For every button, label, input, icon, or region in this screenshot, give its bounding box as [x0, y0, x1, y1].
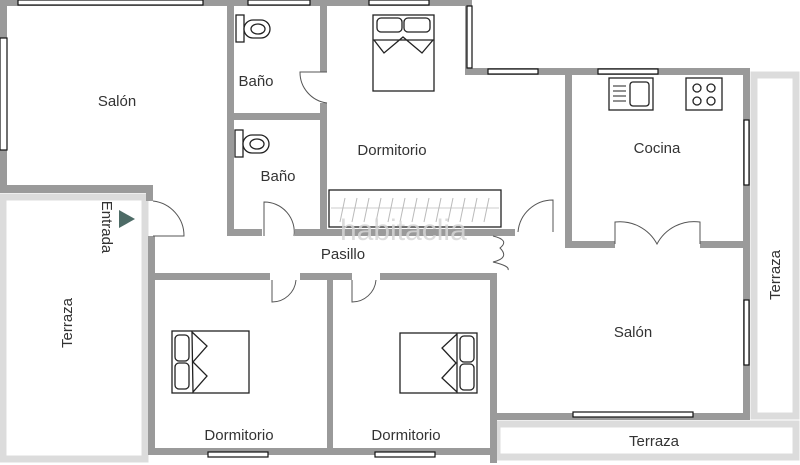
room-label-salon: Salón: [614, 324, 652, 341]
room-label-bano: Baño: [238, 73, 273, 90]
room-label-dormitorio: Dormitorio: [371, 427, 440, 444]
terraces: [0, 71, 800, 463]
room-label-terraza: Terraza: [59, 297, 76, 348]
wardrobe-icon: [328, 189, 502, 228]
room-label-bano: Baño: [260, 168, 295, 185]
bed-icon: [171, 330, 250, 394]
room-label-pasillo: Pasillo: [321, 246, 365, 263]
stove-icon: [685, 77, 723, 111]
bed-icon: [399, 332, 478, 394]
room-label-dormitorio: Dormitorio: [204, 427, 273, 444]
room-label-salon: Salón: [98, 93, 136, 110]
entrance-label: Entrada: [98, 201, 115, 254]
toilet-icon: [235, 14, 271, 43]
room-label-cocina: Cocina: [634, 140, 681, 157]
fixtures: [119, 14, 723, 394]
room-label-dormitorio: Dormitorio: [357, 142, 426, 159]
room-label-terraza: Terraza: [629, 433, 680, 450]
room-labels: Salón Baño Baño Dormitorio Cocina Pasill…: [59, 73, 784, 450]
sink-icon: [608, 77, 654, 111]
entrance-arrow-icon: [119, 210, 135, 228]
watermark: habitaclia: [340, 214, 467, 247]
bed-icon: [372, 14, 435, 92]
room-label-terraza: Terraza: [767, 249, 784, 300]
windows: [0, 0, 750, 458]
toilet-icon: [234, 129, 270, 158]
terrace-left: [0, 193, 149, 463]
terrace-right: [750, 71, 800, 420]
doors: [152, 71, 701, 303]
